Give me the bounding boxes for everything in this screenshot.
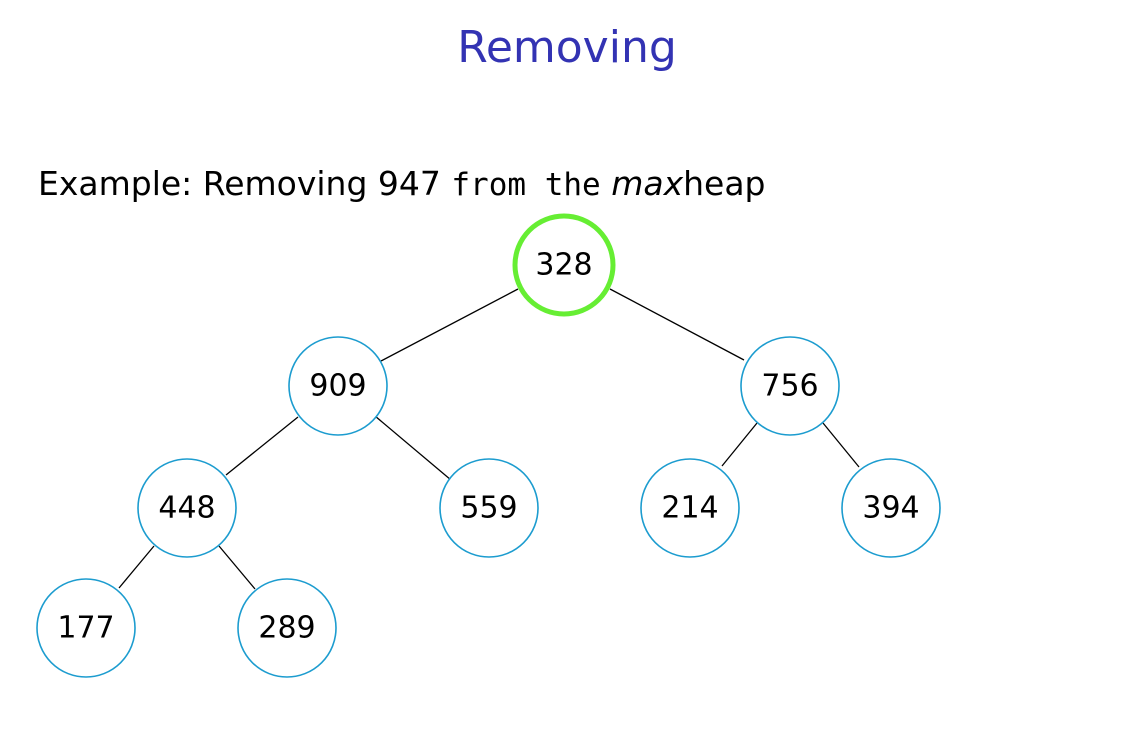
edge-448-177: [118, 545, 155, 589]
heap-node: 559: [439, 458, 539, 558]
node-value: 394: [862, 491, 919, 526]
heap-node: 756: [740, 336, 840, 436]
slide-title: Removing: [457, 22, 677, 73]
edge-328-909: [380, 288, 519, 362]
example-from-the: from the: [451, 167, 601, 203]
edge-756-214: [721, 422, 758, 467]
edge-448-289: [218, 545, 256, 590]
edge-909-448: [225, 416, 299, 476]
heap-node: 214: [640, 458, 740, 558]
node-value: 214: [661, 491, 718, 526]
node-value: 909: [309, 369, 366, 404]
tree-edges: [118, 288, 860, 590]
edge-328-756: [609, 288, 745, 361]
heap-node: 394: [841, 458, 941, 558]
heap-node: 909: [288, 336, 388, 436]
example-max: max: [611, 164, 684, 203]
heap-node: 177: [36, 578, 136, 678]
node-value: 177: [57, 611, 114, 646]
edge-756-394: [822, 422, 860, 468]
example-prefix: Example: Removing 947: [38, 164, 452, 203]
node-value: 448: [158, 491, 215, 526]
heap-node: 289: [237, 578, 337, 678]
node-value: 289: [258, 611, 315, 646]
heap-node: 448: [137, 458, 237, 558]
node-value: 328: [535, 248, 592, 283]
edge-909-559: [374, 415, 452, 481]
node-value: 756: [761, 369, 818, 404]
example-caption: Example: Removing 947 from the maxheap: [38, 164, 766, 203]
heap-node-root: 328: [512, 213, 616, 317]
node-value: 559: [460, 491, 517, 526]
example-heap: heap: [683, 164, 766, 203]
